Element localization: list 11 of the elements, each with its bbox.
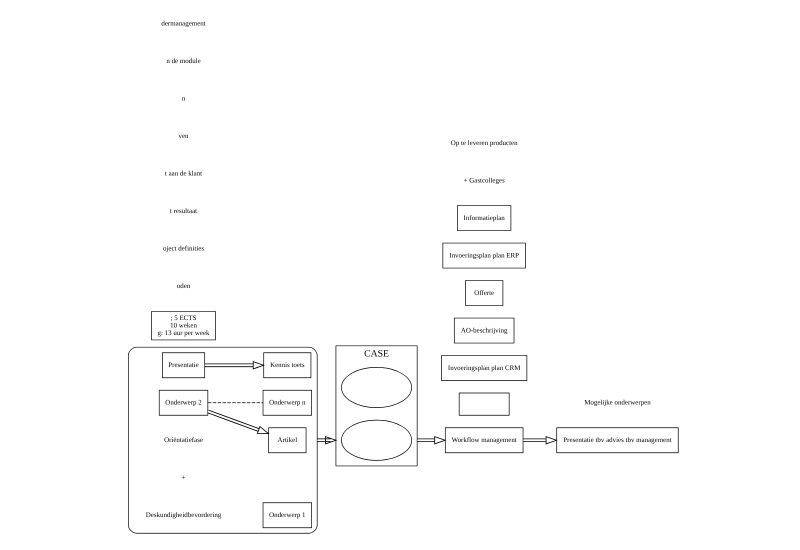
connector	[207, 402, 263, 404]
arrow	[204, 361, 264, 370]
cluster: CASE	[335, 345, 418, 466]
arrow	[416, 436, 446, 444]
arrow	[316, 436, 337, 444]
node-ellipse	[340, 420, 412, 461]
arrow	[522, 436, 558, 444]
node-ellipse	[340, 367, 412, 408]
arrow	[206, 410, 270, 434]
node-box	[458, 392, 509, 416]
cluster	[127, 346, 318, 534]
